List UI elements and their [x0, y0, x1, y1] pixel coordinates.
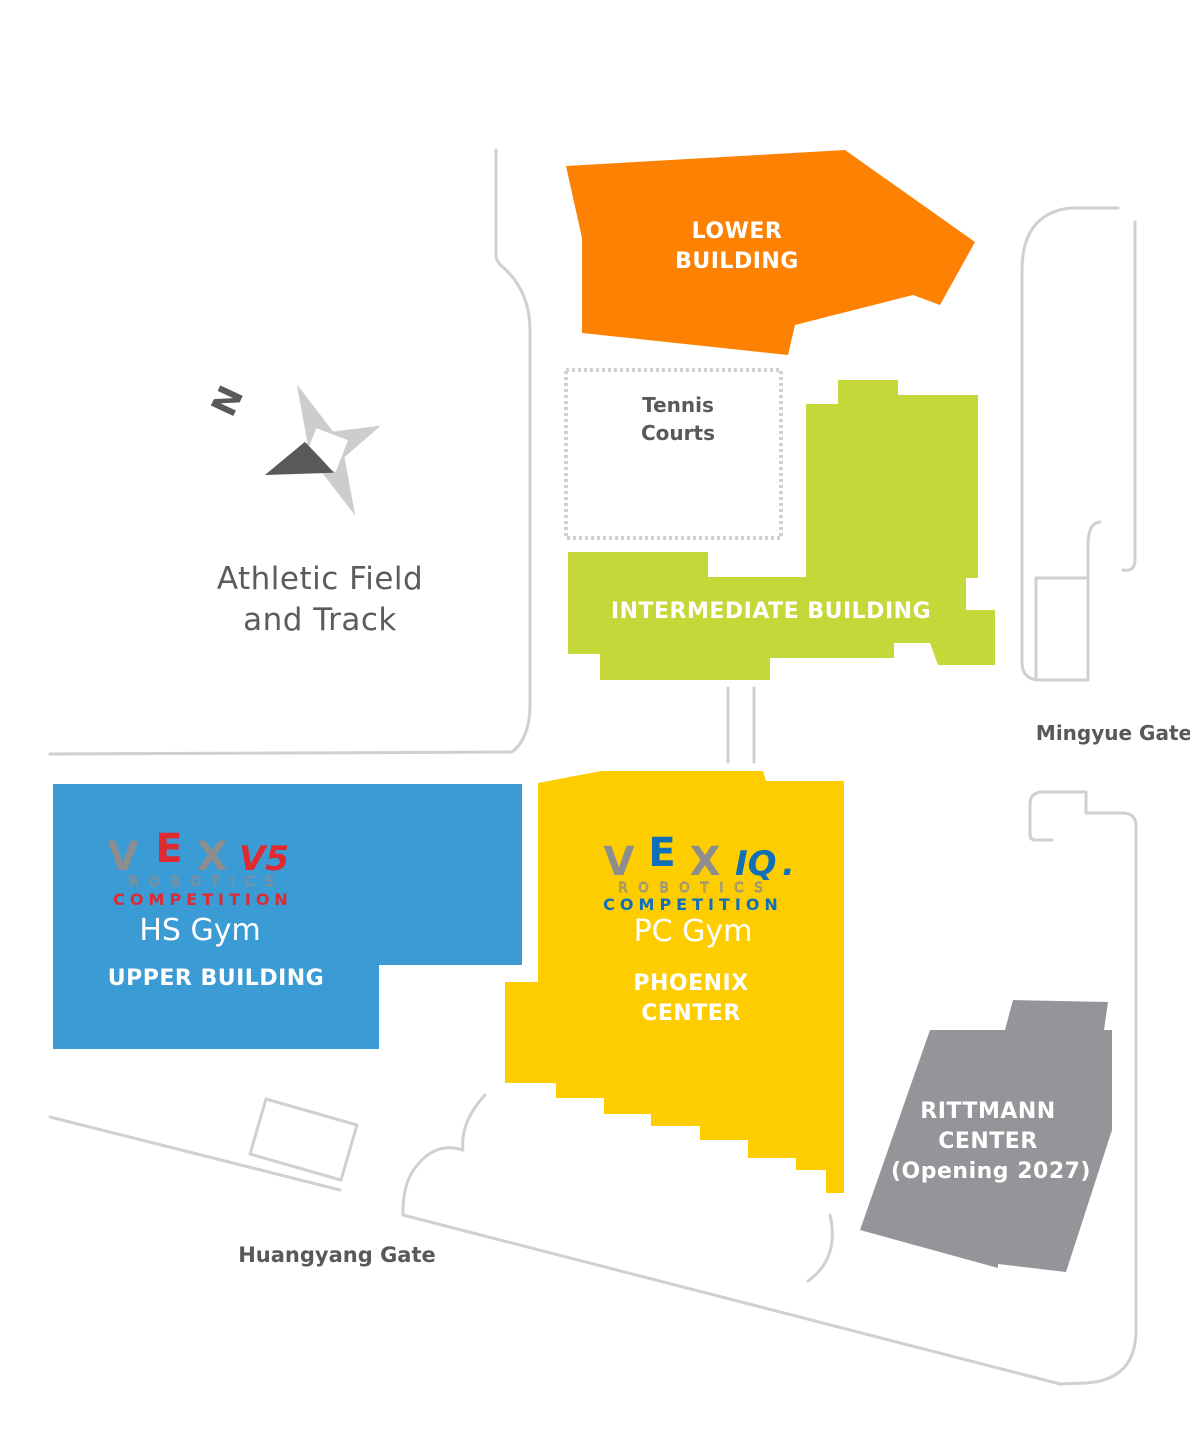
compass-north-letter: N	[204, 380, 252, 423]
intermediate-building-label: INTERMEDIATE BUILDING	[611, 599, 931, 624]
vex-v5-competition-logo: V E X V5 ROBOTICS COMPETITION	[108, 826, 293, 909]
lower-building-label-line1: LOWER	[692, 219, 783, 244]
south-west-road	[48, 1115, 342, 1192]
rittmann-center-label-line1: RITTMANN	[920, 1099, 1055, 1124]
tennis-courts-label-line1: Tennis	[642, 393, 714, 417]
lower-building-shape[interactable]	[566, 150, 975, 355]
vex-iq-logo-badge: IQ	[735, 844, 777, 884]
path-outlines	[48, 148, 1138, 1386]
tennis-courts-label-line2: Courts	[641, 421, 715, 445]
vex-iq-logo-e: E	[648, 830, 675, 876]
phoenix-center-label-line2: CENTER	[641, 1001, 741, 1026]
vex-iq-competition-logo: V E X IQ . ROBOTICS COMPETITION	[603, 830, 795, 914]
vex-v5-logo-competition: COMPETITION	[113, 890, 293, 909]
lower-building-label-line2: BUILDING	[675, 249, 799, 274]
hs-gym-label: HS Gym	[139, 913, 260, 948]
vex-v5-logo-badge: V5	[239, 839, 289, 879]
huangyang-gate-label: Huangyang Gate	[238, 1243, 436, 1267]
vex-v5-logo-e: E	[155, 826, 182, 872]
south-road	[401, 1093, 1062, 1386]
east-road-upper	[1020, 206, 1137, 682]
rittmann-center-shape[interactable]	[860, 1000, 1112, 1272]
pc-gym-label: PC Gym	[634, 914, 753, 949]
east-parking-box	[1034, 576, 1090, 682]
north-arrow-compass-icon	[264, 384, 381, 516]
upper-building-shape[interactable]	[53, 784, 522, 1049]
athletic-field-label-line1: Athletic Field	[217, 561, 423, 597]
vex-v5-logo-robotics: ROBOTICS	[129, 875, 284, 890]
rittmann-center-label-line2: CENTER	[938, 1129, 1038, 1154]
rittmann-center-label-line3: (Opening 2027)	[891, 1159, 1091, 1184]
vex-iq-logo-v: V	[604, 839, 637, 885]
vex-v5-logo-v: V	[108, 834, 141, 880]
vex-iq-logo-robotics: ROBOTICS	[618, 881, 773, 896]
vex-iq-logo-competition: COMPETITION	[603, 895, 783, 914]
east-road-lower	[1028, 790, 1138, 1386]
athletic-field-boundary	[48, 148, 532, 756]
vex-iq-logo-x: X	[690, 839, 723, 885]
mingyue-gate-label: Mingyue Gate	[1036, 721, 1190, 745]
vex-iq-logo-badge-dot: .	[782, 844, 795, 884]
athletic-field-label-line2: and Track	[243, 602, 397, 638]
phoenix-center-shape[interactable]	[505, 771, 844, 1193]
parking-lot-southwest	[248, 1097, 359, 1182]
upper-building-label: UPPER BUILDING	[108, 966, 325, 991]
vex-v5-logo-x: X	[197, 834, 230, 880]
intermediate-building-shape[interactable]	[568, 380, 995, 680]
phoenix-center-label-line1: PHOENIX	[633, 971, 748, 996]
